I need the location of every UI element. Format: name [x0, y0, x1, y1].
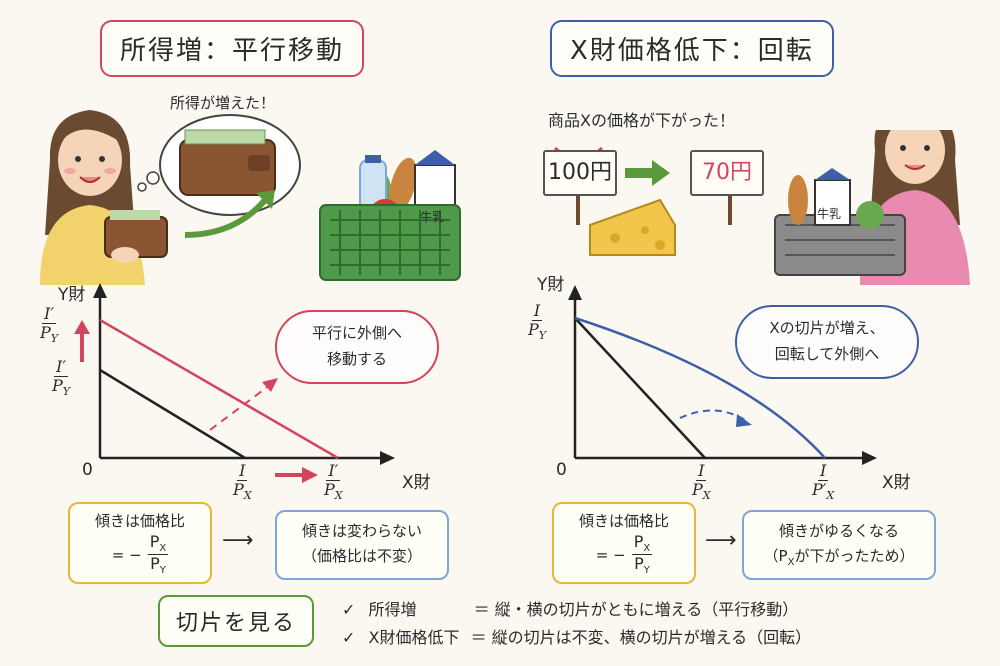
left-speech: 所得が増えた！ [170, 94, 276, 112]
up-arrow-icon [74, 320, 90, 362]
green-arrow-icon [184, 198, 268, 238]
right-budget-line-new [574, 316, 826, 459]
new-price-sign: 70円 [690, 150, 764, 196]
right-cloud: Xの切片が増え、 回転して外側へ [735, 305, 919, 379]
summary-line-income: ✓ 所得増 ＝ 縦・横の切片がともに増える（平行移動） [342, 600, 799, 619]
right-dashed-arrow [679, 409, 752, 427]
right-origin: 0 [556, 460, 567, 480]
woman-with-cart [774, 130, 970, 285]
left-cloud: 平行に外側へ 移動する [275, 310, 439, 384]
right-y-axis [568, 285, 582, 458]
right-budget-line-old [574, 317, 706, 459]
left-dashed-arrow [209, 378, 278, 431]
price-arrow-icon [625, 160, 670, 186]
right-x-axis [575, 451, 877, 465]
left-y-axis [93, 283, 107, 458]
right-graph [568, 285, 877, 465]
check-icon: ✓ [342, 628, 356, 647]
right-arrow-icon [275, 467, 318, 483]
old-price-sign: 100円 [543, 150, 617, 196]
right-note-slope: 傾きは価格比 = − PX PY [552, 502, 696, 584]
right-note-arrow: ⟶ [705, 528, 737, 553]
right-y-axis-label: Y財 [537, 275, 565, 295]
left-note-slope: 傾きは価格比 = − PX PY [68, 502, 212, 584]
thought-cloud [137, 114, 301, 216]
right-speech: 商品Xの価格が下がった！ [548, 111, 735, 130]
right-x-axis-label: X財 [882, 473, 911, 493]
right-title: X財価格低下：回転 [550, 20, 834, 77]
right-x-intercept-new: I P′X [812, 461, 835, 502]
summary-line-price: ✓ X財価格低下 ＝ 縦の切片は不変、横の切片が増える（回転） [342, 628, 812, 647]
left-y-intercept-new: I′ PY [40, 304, 59, 345]
grocery-basket-icon [319, 150, 461, 281]
right-milk-label: 牛乳 [817, 207, 842, 221]
right-illustration [554, 130, 970, 285]
left-budget-line-old [99, 368, 246, 460]
summary-label: 切片を見る [158, 595, 315, 647]
check-icon: ✓ [342, 600, 356, 619]
left-origin: 0 [82, 460, 93, 480]
left-illustration [40, 110, 461, 285]
left-y-axis-label: Y財 [58, 285, 86, 305]
left-x-axis-label: X財 [402, 473, 431, 493]
right-y-intercept: I PY [528, 301, 547, 342]
left-budget-line-new [99, 318, 339, 460]
left-x-intercept-new: I′ PX [324, 461, 343, 502]
left-title: 所得増：平行移動 [100, 20, 365, 77]
small-wallet-icon [104, 210, 168, 263]
left-y-intercept-old: I′ PY [52, 357, 71, 398]
right-note-result: 傾きがゆるくなる （PXが下がったため） [742, 510, 936, 580]
left-note-result: 傾きは変わらない （価格比は不変） [275, 510, 449, 580]
left-note-arrow: ⟶ [222, 528, 254, 553]
left-x-intercept-old: I PX [233, 461, 252, 502]
cheese-icon [589, 198, 676, 256]
right-x-intercept-old: I PX [692, 461, 711, 502]
milk-label: 牛乳 [420, 210, 445, 224]
left-graph [74, 283, 395, 483]
